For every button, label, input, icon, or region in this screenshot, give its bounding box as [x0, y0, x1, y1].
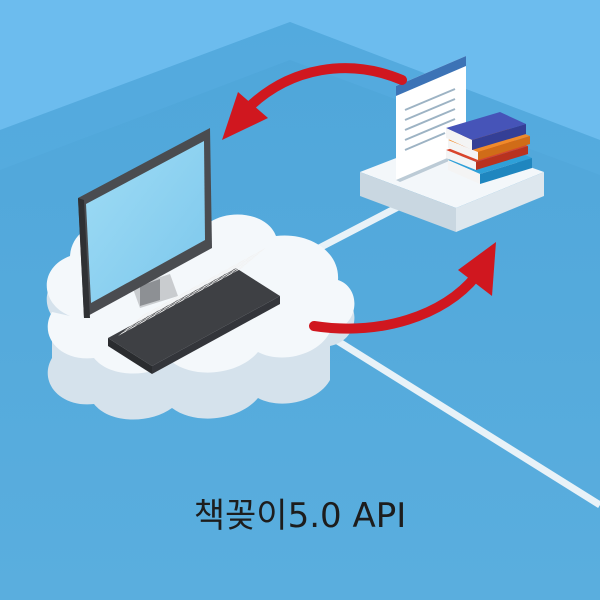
keyboard-key — [215, 268, 228, 277]
keyboard-key — [132, 318, 145, 327]
keyboard-key — [233, 265, 246, 273]
keyboard-key — [133, 315, 146, 323]
keyboard-key — [180, 292, 193, 301]
keyboard-key — [234, 258, 247, 266]
keyboard-key — [156, 307, 169, 315]
keyboard-key — [142, 313, 155, 322]
desktop-monitor-icon — [78, 128, 212, 318]
curved-arrow-to-server-icon — [309, 242, 496, 334]
keyboard-key — [118, 328, 130, 336]
keyboard-key — [181, 288, 194, 297]
keyboard-key — [220, 267, 232, 276]
keyboard-key — [194, 286, 207, 294]
keyboard-key — [214, 275, 226, 284]
keyboard-key — [176, 293, 189, 301]
keyboard-key — [161, 303, 174, 311]
keyboard-key — [225, 263, 238, 272]
keyboard-key — [234, 261, 246, 270]
book-stack-icon — [446, 112, 532, 184]
floor-shade — [0, 22, 600, 175]
keyboard-key — [158, 300, 170, 308]
keyboard-key — [143, 309, 156, 318]
keyboard-key — [228, 266, 241, 274]
keyboard-key — [152, 308, 164, 316]
keyboard-key — [200, 278, 213, 287]
keyboard-icon — [108, 247, 280, 374]
keyboard-keys — [118, 247, 266, 336]
keyboard-key — [204, 281, 217, 289]
keyboard-key — [146, 312, 159, 321]
keyboard-key — [205, 277, 218, 286]
curved-arrow-to-computer-icon — [222, 63, 407, 140]
keyboard-key — [229, 262, 242, 271]
keyboard-key — [191, 283, 204, 292]
keyboard-key — [223, 270, 236, 279]
keyboard-key — [138, 314, 150, 322]
keyboard-key — [175, 296, 188, 305]
keyboard-key — [244, 253, 257, 261]
keyboard-key — [128, 319, 141, 328]
keyboard-key — [254, 247, 266, 256]
keyboard-key — [219, 271, 232, 280]
keyboard-key — [248, 252, 261, 260]
keyboard-key — [206, 274, 218, 282]
keyboard-key — [127, 323, 140, 331]
keyboard-key — [209, 276, 222, 285]
keyboard-key — [190, 287, 203, 295]
product-title: 책꽂이5.0 API — [193, 496, 407, 536]
keyboard-key — [238, 261, 251, 269]
keyboard-key — [166, 302, 178, 310]
keyboard-key — [172, 294, 184, 302]
keyboard-key — [171, 297, 184, 306]
keyboard-key — [243, 256, 256, 265]
keyboard-key — [210, 273, 223, 281]
keyboard-key — [177, 289, 190, 298]
keyboard-key — [162, 299, 175, 308]
keyboard-key — [123, 324, 136, 332]
keyboard-key — [196, 279, 209, 287]
keyboard-key — [167, 295, 180, 303]
keyboard-key — [138, 310, 151, 319]
keyboard-key — [166, 298, 179, 307]
keyboard-key — [147, 309, 160, 317]
keyboard-key — [137, 317, 150, 326]
keyboard-key — [239, 257, 252, 266]
keyboard-key — [152, 304, 165, 313]
keyboard-key — [157, 303, 170, 312]
keyboard-key — [224, 267, 237, 275]
keyboard-key — [186, 284, 199, 293]
keyboard-key — [186, 288, 198, 296]
keyboard-key — [148, 305, 161, 314]
keyboard-key — [195, 282, 208, 291]
keyboard-key — [200, 282, 212, 290]
keyboard-key — [214, 272, 227, 280]
keyboard-key — [185, 291, 198, 300]
